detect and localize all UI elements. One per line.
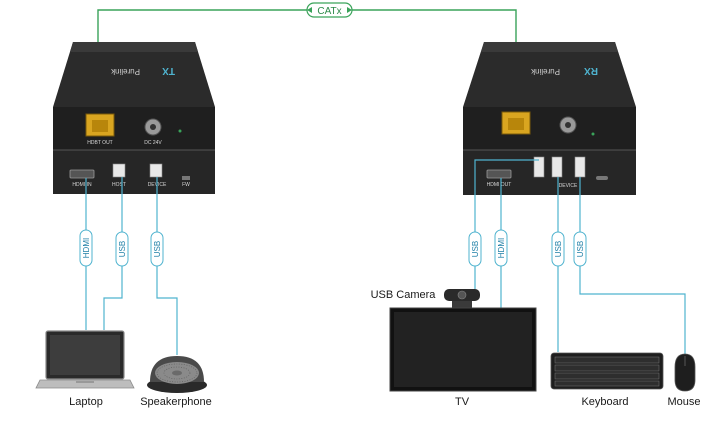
svg-text:USB: USB <box>576 241 585 257</box>
rx-usbc-port <box>596 176 608 180</box>
svg-text:USB: USB <box>471 241 480 257</box>
cable-tag-rx-hdmi: HDMI <box>494 229 508 267</box>
rx-hdmi-label: HDMI OUT <box>487 182 512 188</box>
laptop-label: Laptop <box>69 396 103 408</box>
svg-text:USB: USB <box>118 241 127 257</box>
tx-usb-host-label: HOST <box>112 182 126 188</box>
rx-usb-port-2 <box>551 156 563 178</box>
tx-hdbt-label: HDBT OUT <box>87 140 112 146</box>
svg-text:USB: USB <box>554 241 563 257</box>
tx-led <box>178 129 182 133</box>
keyboard-icon <box>550 352 664 390</box>
tx-hdmi-label: HDMI IN <box>72 182 92 188</box>
rx-brand-text: Purelink <box>530 67 560 76</box>
tx-usb-host-port <box>112 163 126 178</box>
rx-led <box>591 132 595 136</box>
mouse-label: Mouse <box>667 396 700 408</box>
keyboard-label: Keyboard <box>581 396 628 408</box>
cable-tag-tx-usb-2: USB <box>150 231 164 267</box>
catx-label: CATx <box>317 6 341 17</box>
svg-text:HDMI: HDMI <box>82 238 91 258</box>
laptop-icon <box>35 330 135 389</box>
cable-tag-rx-usb-camera: USB <box>468 231 482 267</box>
speakerphone-icon <box>147 356 207 393</box>
usb-camera-icon <box>444 289 480 308</box>
tv-icon <box>389 307 537 392</box>
tx-fw-port <box>182 176 190 180</box>
tx-unit: TX Purelink HDBT OUT DC 24V HDMI IN HOST… <box>53 42 215 194</box>
cable-tag-rx-usb-mouse: USB <box>573 231 587 267</box>
svg-text:USB: USB <box>153 241 162 257</box>
cable-tag-tx-hdmi: HDMI <box>79 229 93 267</box>
speakerphone-label: Speakerphone <box>140 396 212 408</box>
rx-model-text: RX <box>584 65 598 76</box>
usb-camera-label: USB Camera <box>371 289 437 301</box>
mouse-icon <box>674 353 696 392</box>
tx-fw-label: FW <box>182 182 190 188</box>
svg-text:HDMI: HDMI <box>497 238 506 258</box>
tx-cables <box>85 177 178 355</box>
rx-hdbt-port <box>501 111 531 135</box>
tx-model-text: TX <box>162 65 175 76</box>
cable-tag-tx-usb-1: USB <box>115 231 129 267</box>
rx-usb-port-1 <box>533 156 545 178</box>
rx-unit: RX Purelink HDMI OUT DEVICE <box>463 42 636 195</box>
rx-usb-port-3 <box>574 156 586 178</box>
tx-dc-port <box>144 118 162 136</box>
cable-tag-rx-usb-keyboard: USB <box>551 231 565 267</box>
tx-hdmi-port <box>69 169 95 179</box>
rx-dc-port <box>559 116 577 134</box>
rx-hdmi-port <box>486 169 512 179</box>
rx-usb-label: DEVICE <box>559 183 578 189</box>
tx-usb-device-port <box>149 163 163 178</box>
tx-dc-label: DC 24V <box>144 140 162 146</box>
tv-label: TV <box>455 396 470 408</box>
tx-brand-text: Purelink <box>110 67 140 76</box>
tx-hdbt-port <box>85 113 115 137</box>
